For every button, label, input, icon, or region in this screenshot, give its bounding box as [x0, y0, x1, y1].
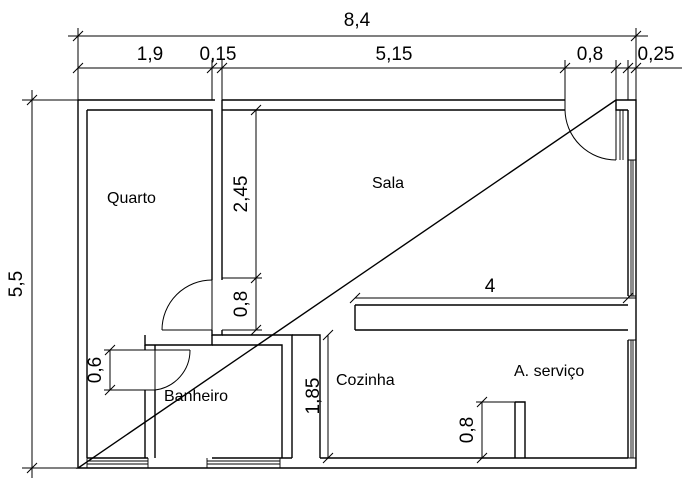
- dim-kitchen-wall: 4: [485, 276, 496, 297]
- room-label-quarto: Quarto: [107, 190, 156, 207]
- dim-wall-thickness: 0,15: [200, 44, 237, 65]
- dim-outer-wall: 0,25: [638, 44, 675, 65]
- room-labels: Quarto Sala Banheiro Cozinha A. serviço: [107, 175, 584, 405]
- dim-quarto-door: 0,8: [231, 291, 252, 317]
- room-label-banheiro: Banheiro: [164, 388, 228, 405]
- dimension-labels: 8,4 1,9 0,15 5,15 0,8 0,25 5,5 2,45 0,8 …: [6, 10, 674, 443]
- dim-quarto-width: 1,9: [137, 44, 163, 65]
- dim-corridor-length: 2,45: [231, 176, 252, 213]
- room-label-area-servico: A. serviço: [514, 363, 584, 380]
- dim-service-door: 0,8: [457, 417, 478, 443]
- dim-sala-width: 5,15: [376, 44, 413, 65]
- windows: [86, 110, 636, 468]
- dim-bathroom-door: 0,6: [85, 357, 106, 383]
- dim-total-height: 5,5: [6, 271, 27, 297]
- dim-total-width: 8,4: [344, 10, 371, 31]
- dim-kitchen-height: 1,85: [303, 378, 324, 415]
- room-label-cozinha: Cozinha: [336, 372, 395, 389]
- room-label-sala: Sala: [372, 175, 404, 192]
- dim-door-width: 0,8: [577, 44, 603, 65]
- dimension-lines: [22, 28, 682, 478]
- doors: [154, 100, 617, 391]
- walls: [75, 99, 637, 469]
